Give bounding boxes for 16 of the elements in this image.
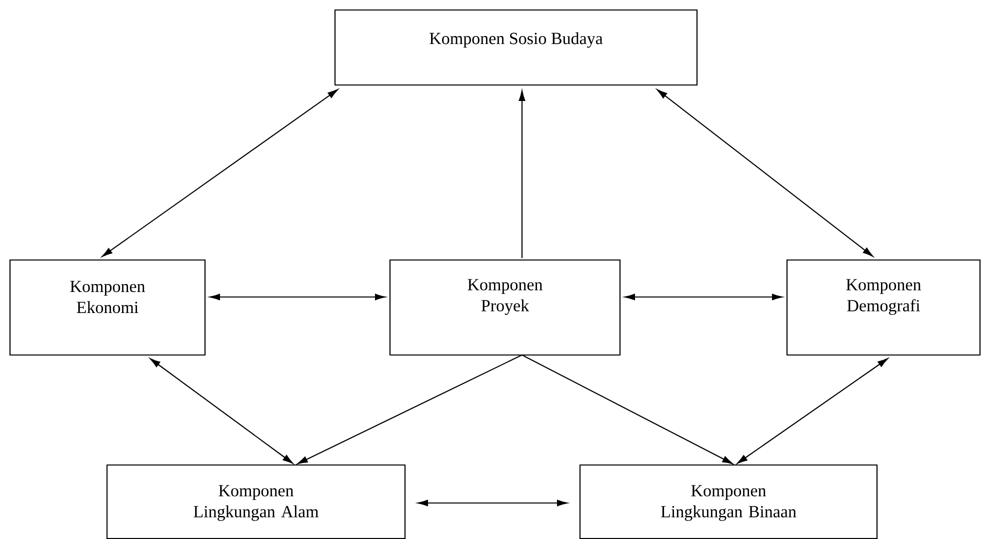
arrow [624,294,782,300]
arrow [656,89,874,257]
arrow [150,358,294,464]
arrow [737,358,888,464]
process-box: Komponen Lingkungan Binaan [579,464,878,539]
process-box: Komponen Sosio Budaya [334,9,698,86]
process-box: Komponen Ekonomi [9,259,206,356]
process-box: Komponen Demografi [786,259,981,356]
arrow [522,354,733,464]
arrow [418,500,568,506]
arrow [518,90,526,258]
arrow [210,294,386,300]
process-box: Komponen Proyek [389,259,621,356]
arrow [297,354,522,464]
process-box: Komponen Lingkungan Alam [106,464,406,539]
arrow [102,89,338,257]
